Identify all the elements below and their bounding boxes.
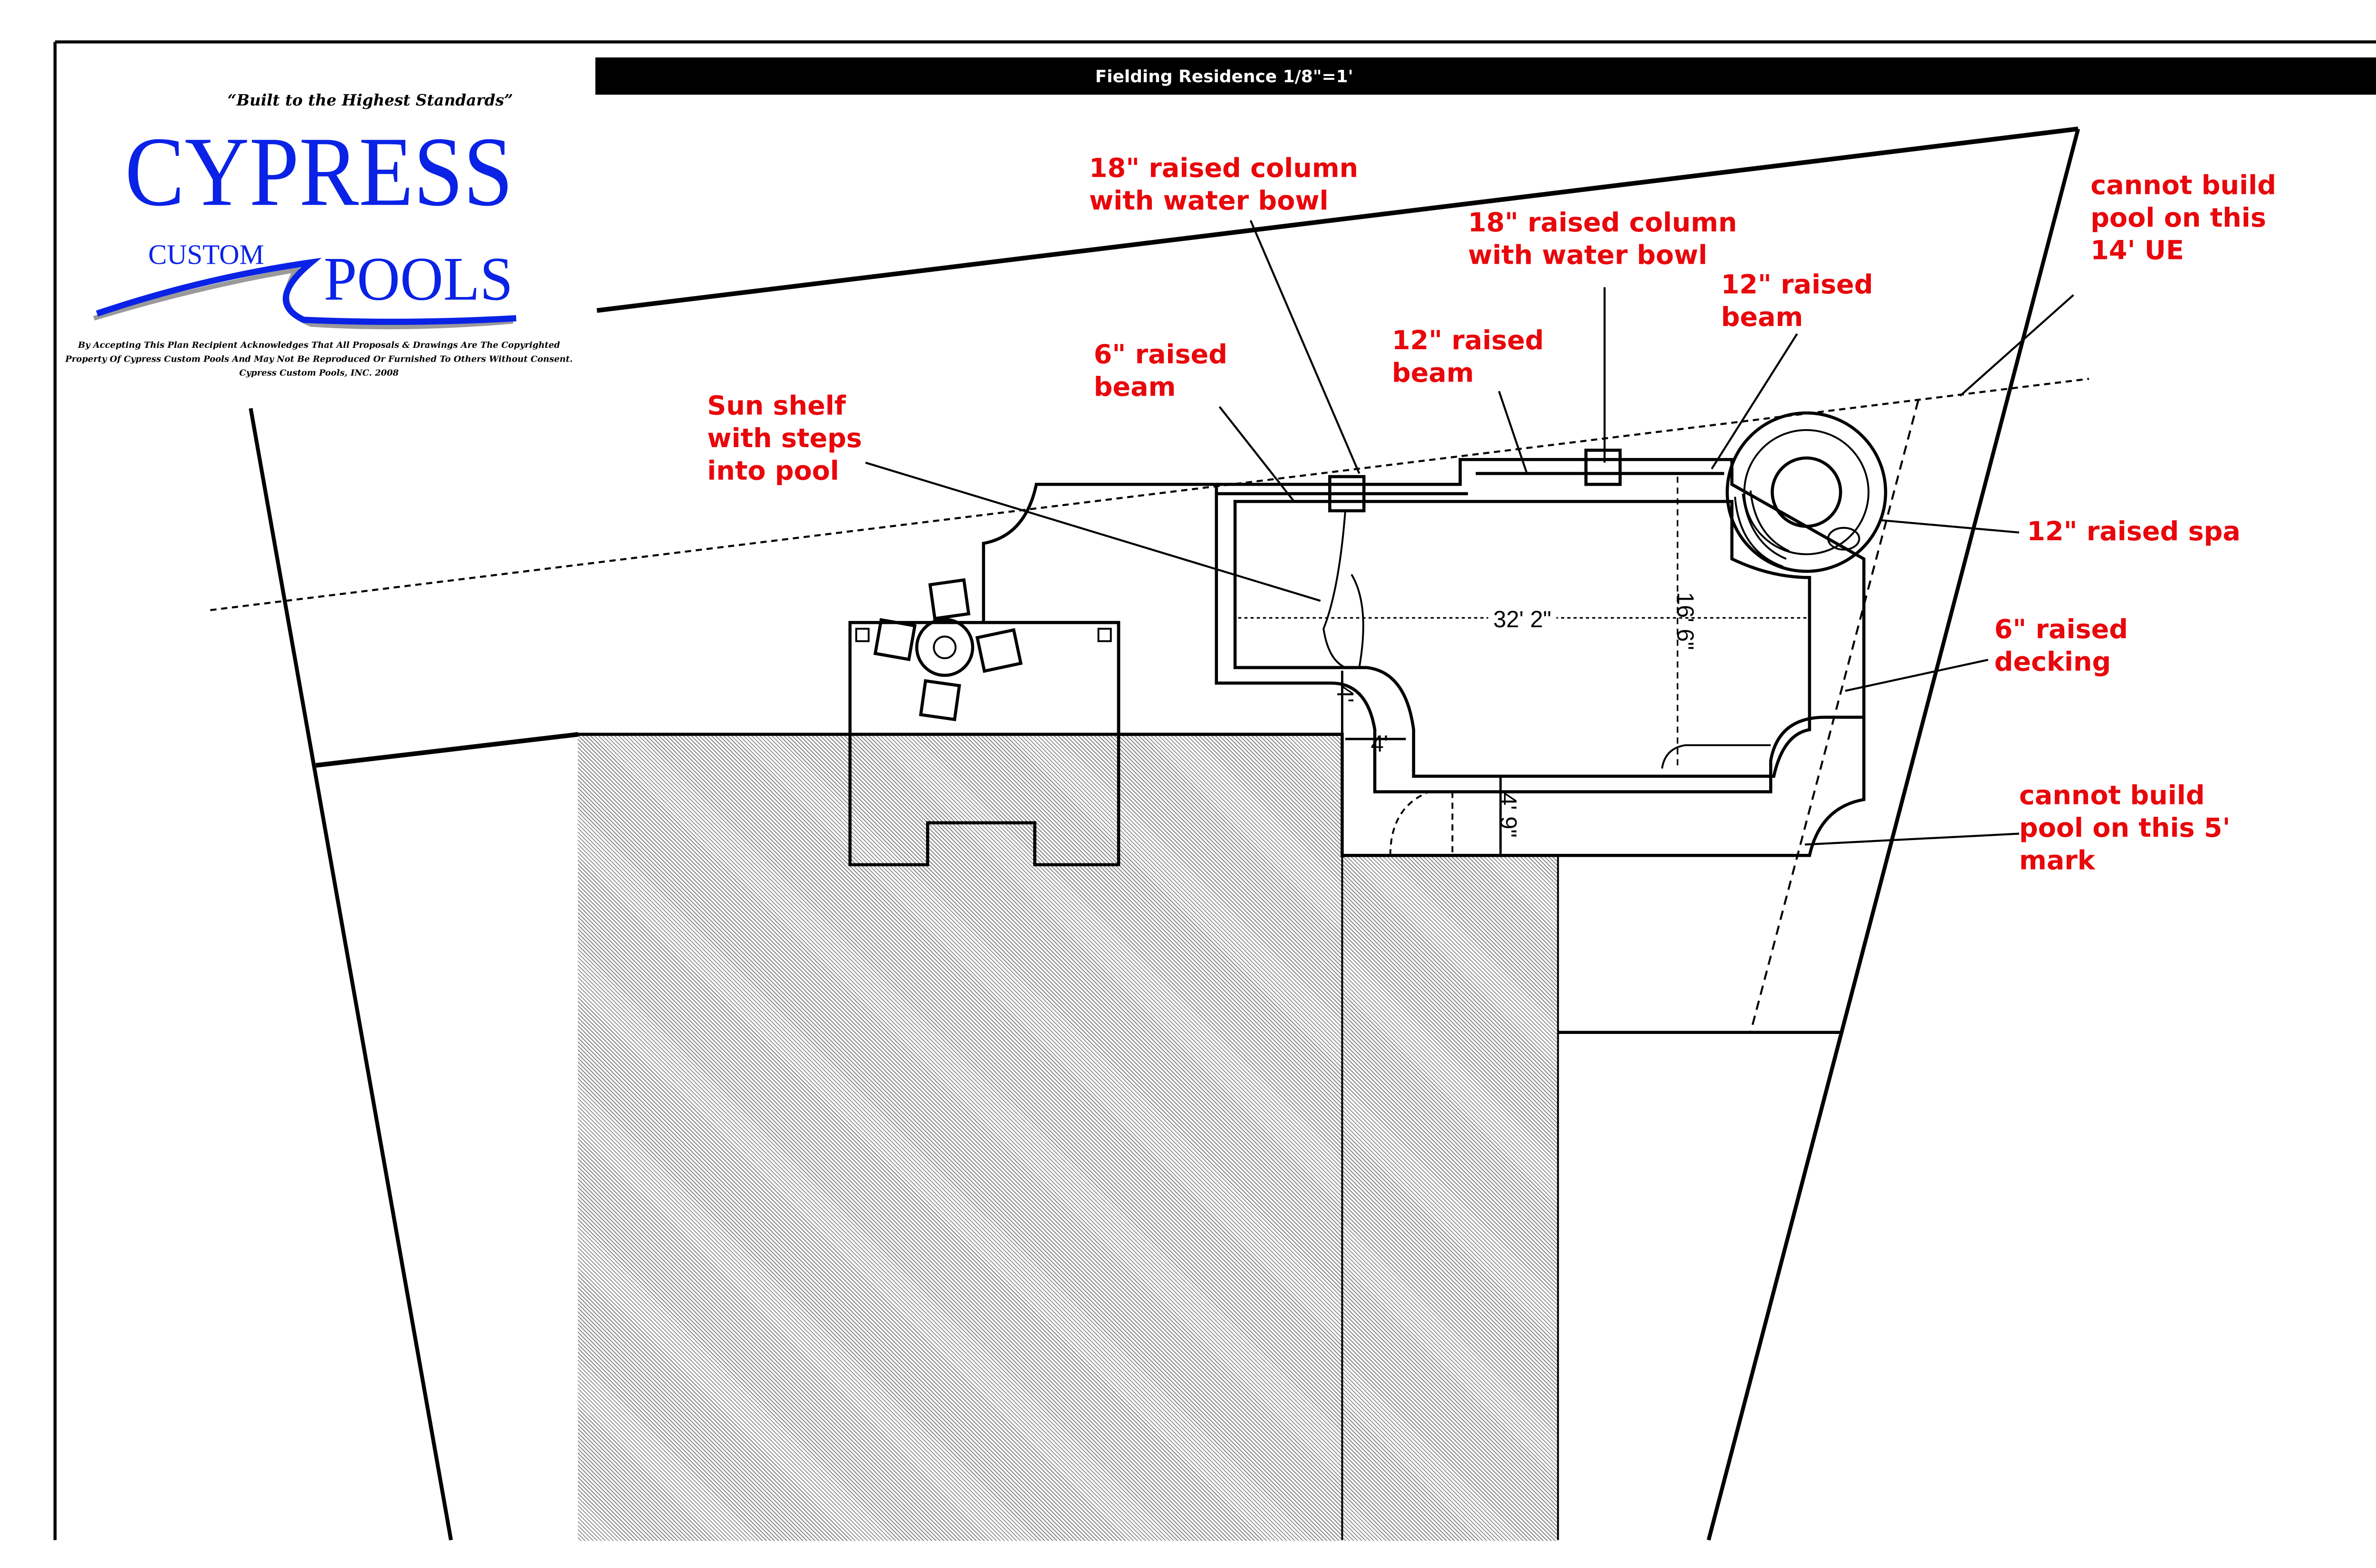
chair-icon [919, 679, 961, 721]
pool-water [1233, 500, 1811, 778]
header-title: Fielding Residence 1/8"=1' [1095, 67, 1353, 86]
dimension-shelf-width: 4' [1371, 731, 1389, 756]
dimension-shelf-depth: 4' [1332, 685, 1358, 703]
chair-icon [873, 618, 917, 661]
dimension-length: 32' 2" [1493, 607, 1551, 632]
chair-icon [928, 578, 971, 621]
logo-tagline: “Built to the Highest Standards” [228, 91, 513, 109]
sheet-border [53, 40, 2376, 1540]
logo-word-pools: POOLS [324, 245, 513, 314]
dimension-deck-depth: 4' 9" [1495, 793, 1521, 838]
logo-disclaimer-line: By Accepting This Plan Recipient Acknowl… [77, 340, 560, 350]
logo-word-custom: CUSTOM [148, 239, 264, 270]
chair-icon [975, 628, 1023, 673]
gate-swing [1389, 791, 1454, 856]
logo-word-cypress: CYPRESS [125, 117, 513, 227]
house-footprint [578, 735, 1342, 1541]
table-icon [915, 618, 975, 677]
deck-outline [982, 458, 1866, 857]
annotation-leaders [865, 220, 2074, 846]
house-footprint-extension [1342, 856, 1558, 1541]
sun-shelf-steps [1322, 510, 1364, 669]
annotation-spa: 12" raised spa [2027, 516, 2241, 547]
easement-line [210, 378, 2089, 612]
raised-spa [1725, 411, 1887, 573]
logo-disclaimer-line: Property Of Cypress Custom Pools And May… [65, 354, 573, 364]
cypress-logo: “Built to the Highest Standards” CYPRESS… [65, 91, 573, 378]
dimension-width: 16' 6" [1672, 592, 1698, 650]
logo-disclaimer-line: Cypress Custom Pools, INC. 2008 [240, 368, 399, 378]
water-bowl-column [1584, 449, 1622, 486]
pool-beam [1215, 484, 1864, 794]
water-bowl-column [1328, 475, 1366, 513]
logo-wave-blue [96, 258, 517, 325]
header-bar [595, 57, 2376, 95]
patio [848, 578, 1121, 867]
bench [1661, 744, 1771, 769]
dimension-lines [1238, 477, 1807, 856]
